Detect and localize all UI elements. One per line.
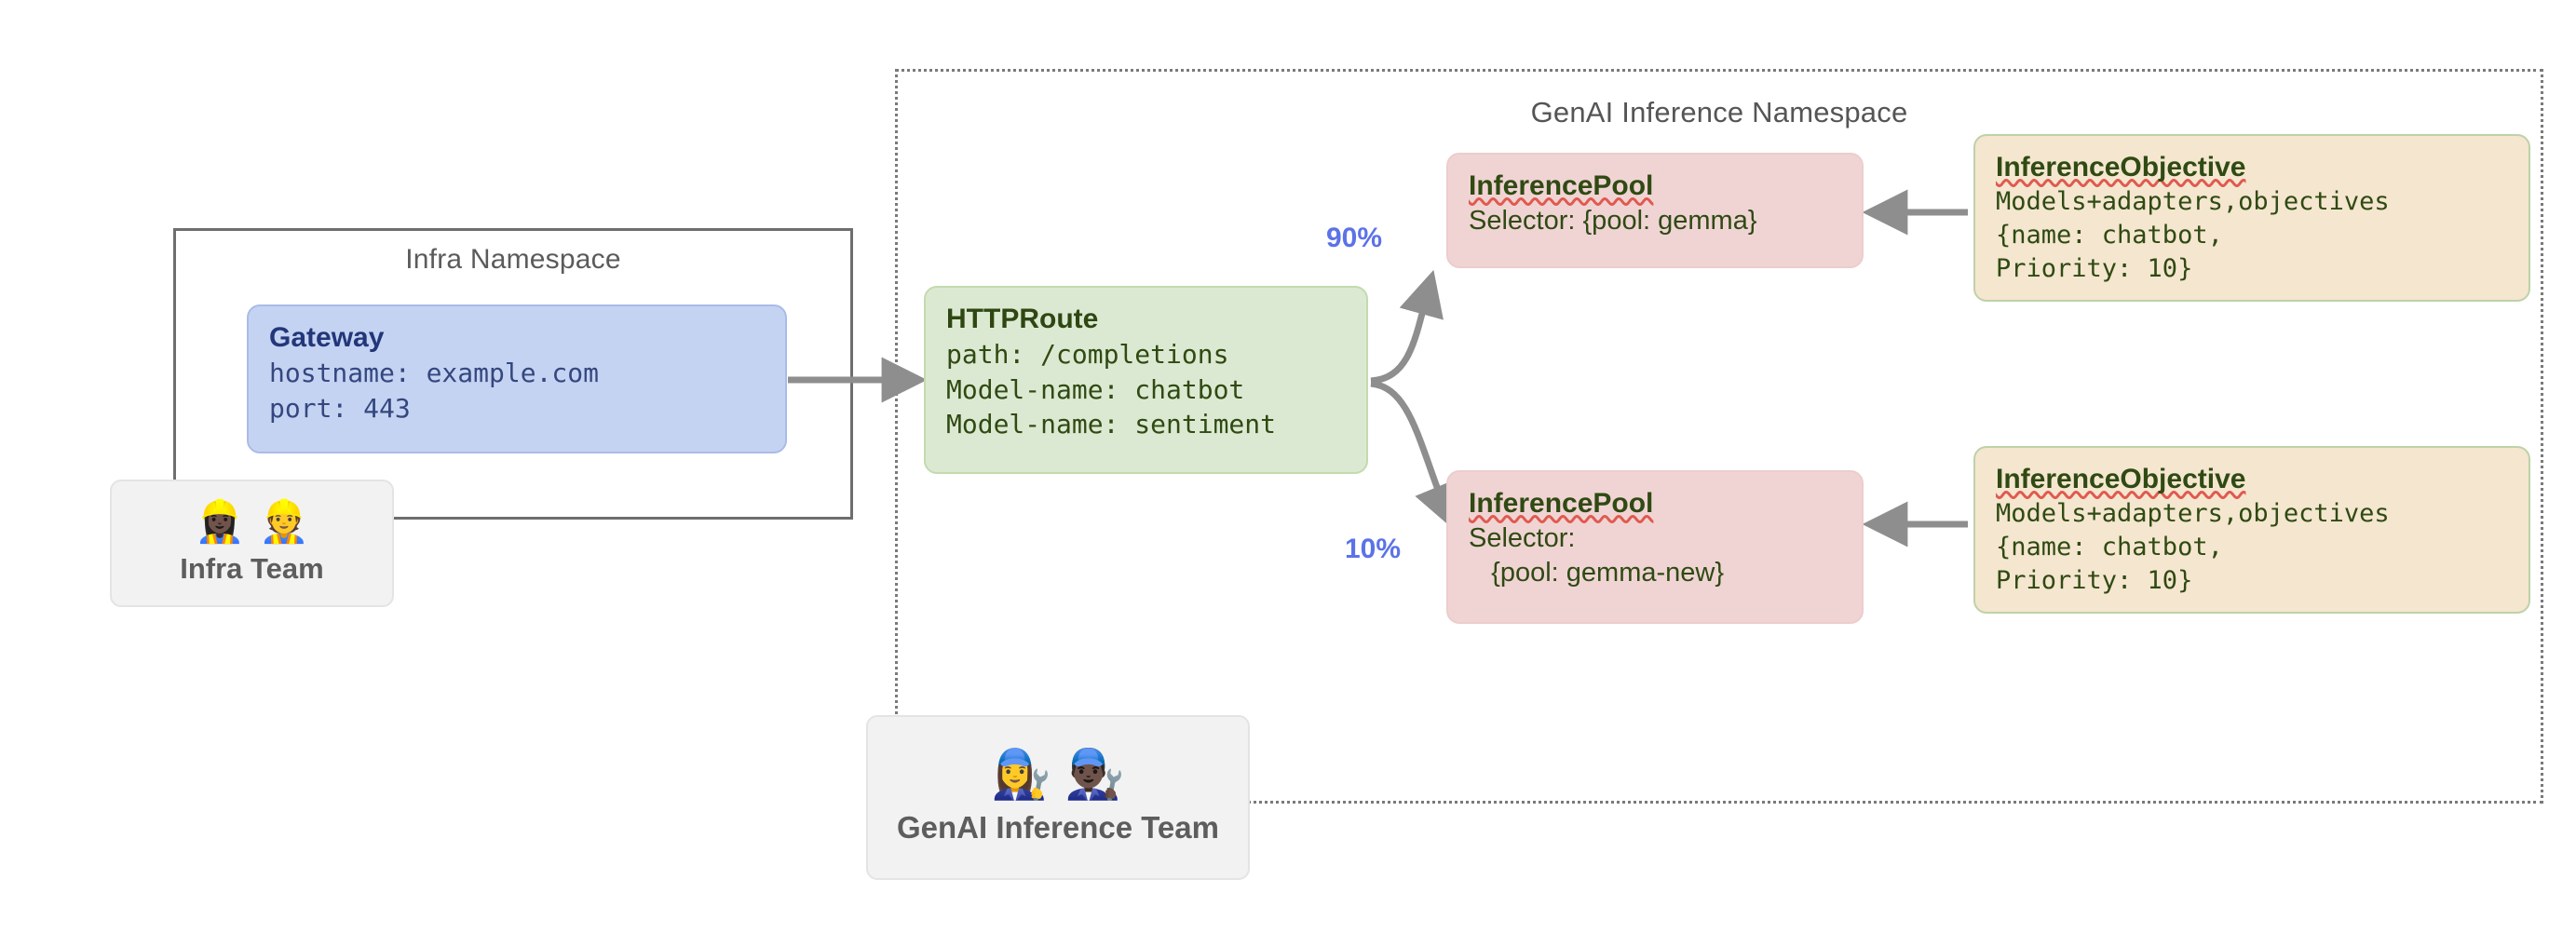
httproute-model-name-sentiment: Model-name: sentiment: [946, 409, 1277, 440]
inferenceobjective-bottom-line-2: {name: chatbot,: [1996, 533, 2223, 562]
infra-team-people-icon: 👷🏿‍♀️👷: [194, 498, 323, 545]
gateway-hostname: hostname: example.com: [269, 358, 600, 388]
inferencepool-gemma-new-node[interactable]: InferencePool Selector: {pool: gemma-new…: [1446, 470, 1864, 624]
genai-team-label: GenAI Inference Team: [896, 809, 1219, 845]
inferenceobjective-top-node[interactable]: InferenceObjective Models+adapters,objec…: [1973, 134, 2530, 302]
genai-namespace-title: GenAI Inference Namespace: [1530, 96, 1908, 128]
inferencepool-gemma-title: InferencePool: [1469, 170, 1654, 201]
httproute-node[interactable]: HTTPRoute path: /completions Model-name:…: [924, 286, 1368, 474]
infra-team-badge: 👷🏿‍♀️👷 Infra Team: [110, 480, 394, 607]
gateway-node[interactable]: Gateway hostname: example.com port: 443: [247, 304, 787, 453]
inferenceobjective-bottom-line-3: Priority: 10}: [1996, 566, 2193, 596]
genai-team-badge: 👩‍🔧👨🏿‍🔧 GenAI Inference Team: [866, 715, 1250, 880]
inferenceobjective-top-line-1: Models+adapters,objectives: [1996, 187, 2390, 216]
weight-label-10: 10%: [1345, 534, 1402, 564]
inferenceobjective-top-line-3: Priority: 10}: [1996, 254, 2193, 284]
infra-namespace-title: Infra Namespace: [405, 244, 621, 275]
inferencepool-gemma-node[interactable]: InferencePool Selector: {pool: gemma}: [1446, 153, 1864, 268]
inferenceobjective-top-line-2: {name: chatbot,: [1996, 221, 2223, 250]
httproute-title: HTTPRoute: [946, 304, 1099, 334]
inferencepool-gemma-new-selector-label: Selector:: [1469, 523, 1576, 553]
gateway-port: port: 443: [269, 392, 411, 424]
gateway-title: Gateway: [269, 322, 385, 353]
infra-namespace-boundary: [173, 228, 853, 520]
inferencepool-gemma-new-selector-value: {pool: gemma-new}: [1469, 557, 1725, 588]
httproute-path: path: /completions: [946, 339, 1229, 370]
httproute-model-name-chatbot: Model-name: chatbot: [946, 373, 1245, 405]
genai-team-people-icon: 👩‍🔧👨🏿‍🔧: [991, 747, 1138, 802]
inferencepool-gemma-new-title: InferencePool: [1469, 488, 1654, 519]
infra-team-label: Infra Team: [180, 551, 324, 585]
inferencepool-gemma-selector: Selector: {pool: gemma}: [1469, 206, 1757, 236]
inferenceobjective-bottom-line-1: Models+adapters,objectives: [1996, 499, 2390, 528]
genai-namespace-boundary: [895, 69, 2543, 804]
inferenceobjective-bottom-node[interactable]: InferenceObjective Models+adapters,objec…: [1973, 446, 2530, 614]
inferenceobjective-top-title: InferenceObjective: [1996, 152, 2246, 183]
inferenceobjective-bottom-title: InferenceObjective: [1996, 464, 2246, 494]
weight-label-90: 90%: [1326, 223, 1383, 253]
